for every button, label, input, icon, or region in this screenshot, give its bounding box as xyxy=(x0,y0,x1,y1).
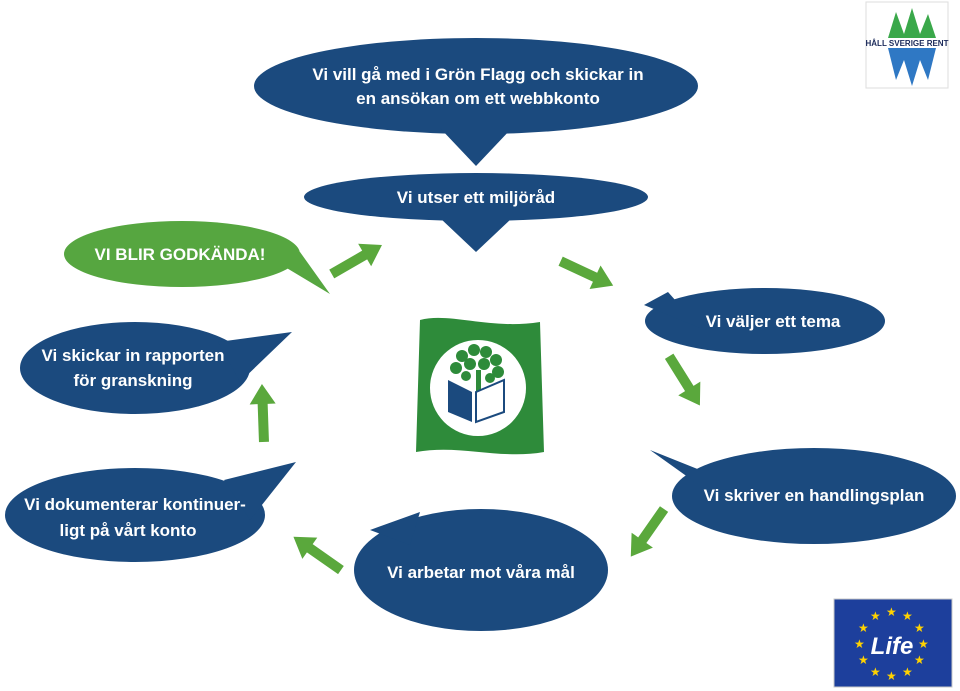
svg-text:★: ★ xyxy=(886,605,897,619)
svg-text:★: ★ xyxy=(858,621,869,635)
step-plan-bubble: Vi skriver en handlingsplan xyxy=(650,448,956,544)
step-plan-line1: Vi skriver en handlingsplan xyxy=(704,486,925,505)
step-document-line2: ligt på vårt konto xyxy=(60,521,197,540)
hall-sverige-rent-text: HÅLL SVERIGE RENT xyxy=(866,39,949,48)
step-apply-bubble: Vi vill gå med i Grön Flagg och skickar … xyxy=(254,38,698,166)
step-work-line1: Vi arbetar mot våra mål xyxy=(387,563,575,582)
svg-text:★: ★ xyxy=(918,637,929,651)
arrow-icon xyxy=(285,526,349,581)
step-document-line1: Vi dokumenterar kontinuer- xyxy=(24,495,246,514)
step-council-line1: Vi utser ett miljöråd xyxy=(397,188,555,207)
arrow-icon xyxy=(658,349,711,413)
hall-sverige-rent-logo: HÅLL SVERIGE RENT xyxy=(865,1,949,89)
eu-life-logo: ★★★ ★★★ ★★★ ★★★ Life xyxy=(833,598,953,688)
life-text: Life xyxy=(871,633,914,660)
step-approved-bubble: VI BLIR GODKÄNDA! xyxy=(64,221,330,294)
step-approved-line1: VI BLIR GODKÄNDA! xyxy=(95,245,266,264)
step-report-bubble: Vi skickar in rapporten för granskning xyxy=(20,322,292,414)
step-council-bubble: Vi utser ett miljöråd xyxy=(304,173,648,252)
step-report-line2: för granskning xyxy=(73,371,192,390)
svg-text:★: ★ xyxy=(854,637,865,651)
svg-text:★: ★ xyxy=(914,621,925,635)
eu-stars-icon: ★★★ ★★★ ★★★ ★★★ xyxy=(854,605,929,683)
svg-text:★: ★ xyxy=(902,665,913,679)
svg-text:★: ★ xyxy=(902,609,913,623)
green-flag-icon xyxy=(410,312,548,464)
step-report-line1: Vi skickar in rapporten xyxy=(42,346,225,365)
step-document-bubble: Vi dokumenterar kontinuer- ligt på vårt … xyxy=(5,462,296,562)
svg-text:★: ★ xyxy=(870,665,881,679)
step-apply-line2: en ansökan om ett webbkonto xyxy=(356,89,600,108)
svg-text:★: ★ xyxy=(858,653,869,667)
svg-text:★: ★ xyxy=(870,609,881,623)
arrow-icon xyxy=(620,501,675,565)
step-theme-bubble: Vi väljer ett tema xyxy=(644,288,885,354)
arrow-icon xyxy=(555,249,619,298)
arrow-icon xyxy=(325,233,389,286)
arrow-icon xyxy=(248,383,277,443)
svg-text:★: ★ xyxy=(886,669,897,683)
step-theme-line1: Vi väljer ett tema xyxy=(706,312,841,331)
step-apply-line1: Vi vill gå med i Grön Flagg och skickar … xyxy=(312,65,643,84)
step-work-bubble: Vi arbetar mot våra mål xyxy=(354,509,608,631)
svg-text:★: ★ xyxy=(914,653,925,667)
